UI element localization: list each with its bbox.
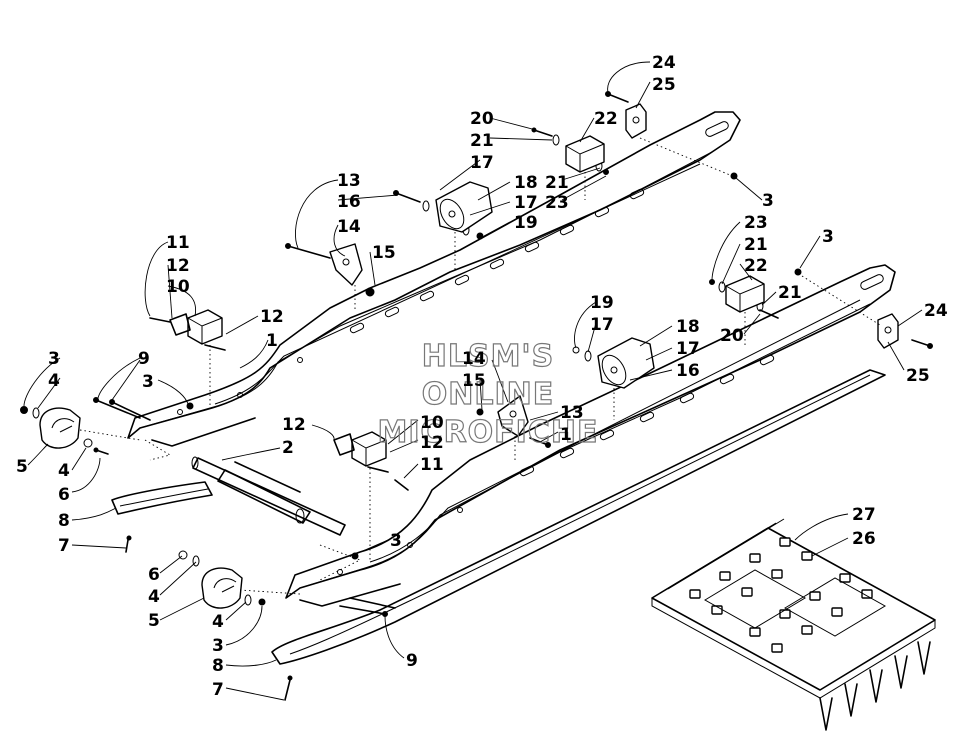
callout-14: 14 [337, 217, 361, 237]
callout-20: 20 [470, 109, 494, 129]
callout-4: 4 [48, 371, 60, 391]
callout-12c: 12 [282, 415, 306, 435]
callout-19b: 19 [590, 293, 614, 313]
callout-8: 8 [58, 511, 70, 531]
callout-25b: 25 [906, 366, 930, 386]
callout-6b: 6 [148, 565, 160, 585]
callout-15b: 15 [462, 371, 486, 391]
callout-23: 23 [545, 193, 569, 213]
callout-9b: 9 [406, 651, 418, 671]
callout-23b: 23 [744, 213, 768, 233]
wear-strip-short [111, 481, 213, 515]
callout-21b: 21 [545, 173, 569, 193]
callout-7: 7 [58, 536, 70, 556]
assembly-lines [79, 137, 881, 595]
watermark: HLSM'S ONLINE MICROFICHE [377, 338, 599, 450]
callout-24: 24 [652, 53, 676, 73]
callout-4b: 4 [58, 461, 70, 481]
track-section [651, 518, 936, 731]
callout-4c: 4 [148, 587, 160, 607]
callout-22: 22 [594, 109, 618, 129]
callout-3c: 3 [142, 372, 154, 392]
lower-rail-slots [337, 274, 884, 575]
callout-21d: 21 [778, 283, 802, 303]
callout-7b: 7 [212, 680, 224, 700]
callout-17d: 17 [676, 339, 700, 359]
end-cap-upper [39, 407, 81, 449]
callout-4d: 4 [212, 612, 224, 632]
callout-5: 5 [16, 457, 28, 477]
callout-26: 26 [852, 529, 876, 549]
callout-20b: 20 [720, 326, 744, 346]
callout-19: 19 [514, 213, 538, 233]
callout-10b: 10 [420, 413, 444, 433]
end-cap-lower [201, 567, 243, 609]
watermark-line-3: MICROFICHE [378, 415, 599, 450]
upper-slide-rail [127, 111, 741, 447]
callout-12: 12 [166, 256, 190, 276]
watermark-line-2: ONLINE [422, 377, 555, 412]
callout-3b: 3 [48, 349, 60, 369]
callout-17c: 17 [590, 315, 614, 335]
callout-11: 11 [166, 233, 190, 253]
callout-3d: 3 [390, 531, 402, 551]
callout-16: 16 [337, 192, 361, 212]
callout-15: 15 [372, 243, 396, 263]
limiter-blocks [169, 103, 899, 473]
callout-10: 10 [166, 277, 190, 297]
callout-8b: 8 [212, 656, 224, 676]
upper-rail-slots [177, 121, 729, 415]
callout-3a: 3 [762, 191, 774, 211]
callout-27: 27 [852, 505, 876, 525]
callout-13: 13 [337, 171, 361, 191]
callout-labels: 13 16 14 15 17 18 17 19 20 21 22 21 23 2… [16, 53, 948, 700]
callout-21: 21 [470, 131, 494, 151]
track-clips [689, 537, 886, 653]
idler-brackets [435, 181, 655, 389]
callout-25: 25 [652, 75, 676, 95]
leader-lines [23, 61, 923, 701]
callout-12b: 12 [260, 307, 284, 327]
callout-17: 17 [470, 153, 494, 173]
callout-9: 9 [138, 349, 150, 369]
callout-22b: 22 [744, 256, 768, 276]
callout-3f: 3 [822, 227, 834, 247]
watermark-line-1: HLSM'S [422, 339, 554, 374]
callout-17b: 17 [514, 193, 538, 213]
callout-1: 1 [266, 331, 278, 351]
callout-2: 2 [282, 438, 294, 458]
callout-1b: 1 [560, 425, 572, 445]
callout-18: 18 [514, 173, 538, 193]
callout-18b: 18 [676, 317, 700, 337]
callout-16b: 16 [676, 361, 700, 381]
callout-12d: 12 [420, 433, 444, 453]
callout-21c: 21 [744, 235, 768, 255]
callout-11b: 11 [420, 455, 444, 475]
callout-24b: 24 [924, 301, 948, 321]
callout-14b: 14 [462, 349, 486, 369]
cross-shafts [191, 456, 346, 536]
wear-strip-long [271, 369, 886, 665]
callout-3e: 3 [212, 636, 224, 656]
mount-plates [329, 243, 529, 437]
track-lugs [819, 641, 931, 731]
callout-13b: 13 [560, 403, 584, 423]
lower-slide-rail [285, 264, 896, 607]
callout-5b: 5 [148, 611, 160, 631]
callout-6: 6 [58, 485, 70, 505]
